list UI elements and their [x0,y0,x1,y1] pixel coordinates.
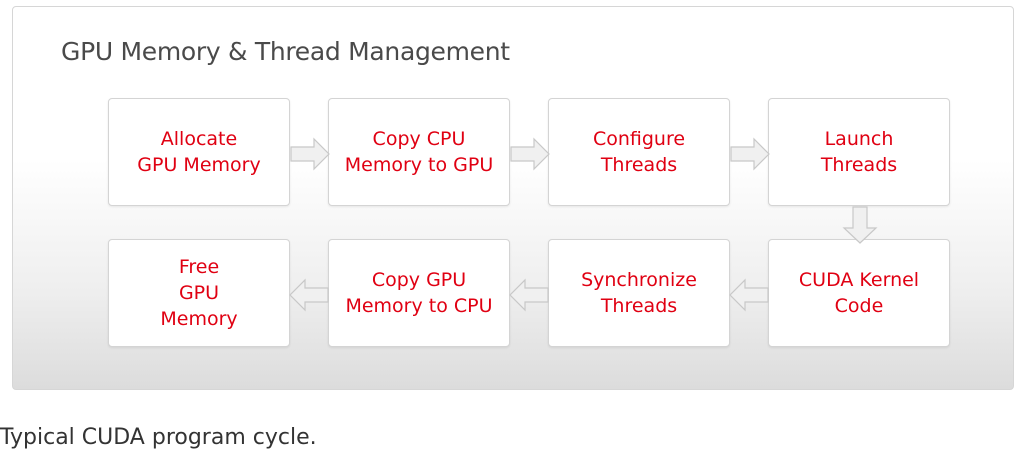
step-copy-gpu-memory-to-cpu: Copy GPU Memory to CPU [328,239,510,347]
step-label: Configure Threads [592,128,686,176]
step-label: Allocate GPU Memory [137,128,261,176]
step-launch-threads: Launch Threads [768,98,950,206]
figure-caption: Typical CUDA program cycle. [0,425,317,450]
arrow-right-icon [510,137,550,171]
step-label: Free GPU Memory [160,256,238,330]
step-cuda-kernel-code: CUDA Kernel Code [768,239,950,347]
step-allocate-gpu-memory: Allocate GPU Memory [108,98,290,206]
step-label: Synchronize Threads [581,269,697,317]
step-label: Launch Threads [820,128,898,176]
step-synchronize-threads: Synchronize Threads [548,239,730,347]
arrow-down-icon [842,206,878,244]
arrow-left-icon [289,278,329,312]
step-label: CUDA Kernel Code [798,269,920,317]
diagram-title: GPU Memory & Thread Management [61,37,510,66]
step-label: Copy GPU Memory to CPU [345,269,493,317]
step-configure-threads: Configure Threads [548,98,730,206]
step-free-gpu-memory: Free GPU Memory [108,239,290,347]
arrow-right-icon [290,137,330,171]
step-label: Copy CPU Memory to GPU [344,128,494,176]
arrow-left-icon [509,278,549,312]
arrow-right-icon [730,137,770,171]
arrow-left-icon [729,278,769,312]
step-copy-cpu-memory-to-gpu: Copy CPU Memory to GPU [328,98,510,206]
